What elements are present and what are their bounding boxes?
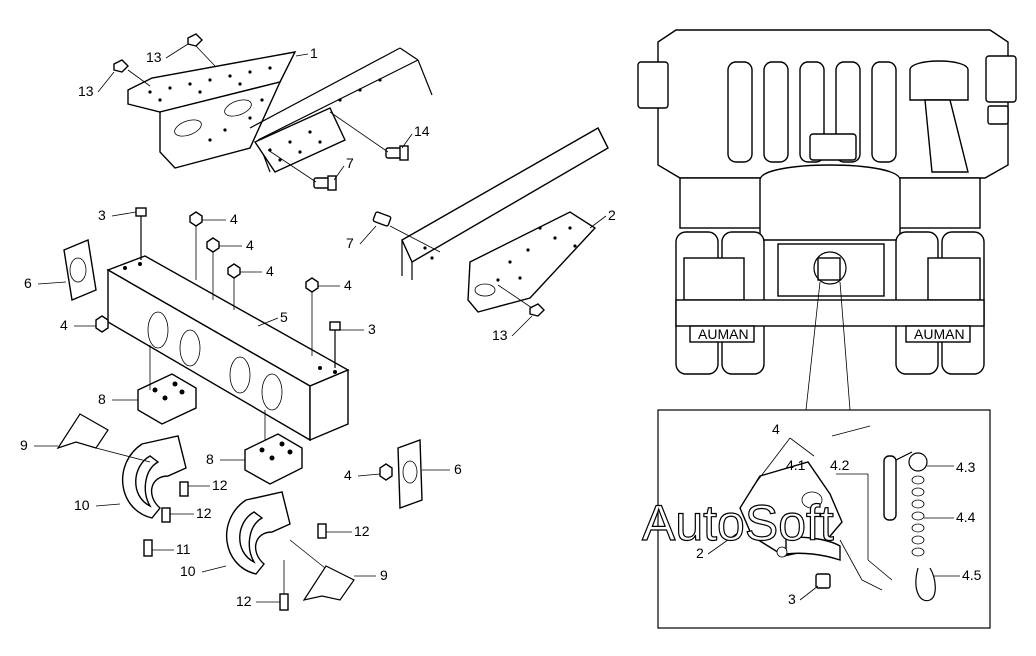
callout-4-b: 4 xyxy=(246,237,254,253)
callout-12-b: 12 xyxy=(196,505,212,521)
callout-6-left: 6 xyxy=(24,275,32,291)
truck-badge-right: AUMAN xyxy=(914,326,965,342)
bolt-12-d xyxy=(279,560,289,611)
callout-3-right: 3 xyxy=(368,321,376,337)
callout-13-top: 13 xyxy=(146,49,162,65)
callout-4-c: 4 xyxy=(266,263,274,279)
detail-callout-4-1: 4.1 xyxy=(786,457,806,473)
bolt-12-a xyxy=(179,481,189,497)
callout-3-left: 3 xyxy=(98,207,106,223)
watermark-text: AutoSoft xyxy=(642,495,834,551)
bolt-11 xyxy=(143,539,153,557)
truck-badge-left: AUMAN xyxy=(698,326,749,342)
callout-6-right: 6 xyxy=(454,461,462,477)
detail-callout-3: 3 xyxy=(788,591,796,607)
detail-callout-2: 2 xyxy=(696,545,704,561)
truck-rear-view: AUMAN AUMAN xyxy=(637,29,1017,411)
callout-4-e: 4 xyxy=(60,317,68,333)
frame-rail-2 xyxy=(401,127,609,313)
callout-7-upper: 7 xyxy=(346,155,354,171)
detail-view-box: 4 4.1 4.2 4.3 4.4 4.5 2 3 xyxy=(657,409,991,629)
callout-9-left: 9 xyxy=(20,437,28,453)
callout-9-right: 9 xyxy=(380,567,388,583)
plate-6-right xyxy=(397,439,423,509)
bolt-14 xyxy=(329,111,409,161)
callout-11: 11 xyxy=(176,541,191,557)
crossmember-5 xyxy=(106,255,350,442)
detail-callout-4-3: 4.3 xyxy=(956,459,976,475)
retainer-9-right xyxy=(289,539,355,601)
tow-hook-10-right xyxy=(225,491,291,575)
callout-12-a: 12 xyxy=(212,477,228,493)
callout-7-right: 7 xyxy=(346,235,354,251)
callout-10-left: 10 xyxy=(74,497,90,513)
callout-4-d: 4 xyxy=(344,277,352,293)
bolt-7-right xyxy=(372,211,441,253)
callout-10-right: 10 xyxy=(180,563,196,579)
callout-4-a: 4 xyxy=(230,211,238,227)
block-8-left xyxy=(137,373,197,425)
chain-4-4 xyxy=(911,475,925,557)
block-8-right xyxy=(244,433,303,485)
callout-2: 2 xyxy=(608,207,616,223)
retainer-9-left xyxy=(56,413,151,463)
bolt-3-right xyxy=(329,321,341,368)
tow-hook-10-left xyxy=(121,435,187,519)
bolt-3-left xyxy=(135,207,147,260)
detail-callout-4: 4 xyxy=(772,421,780,437)
bolt-12-b xyxy=(161,507,171,523)
detail-callout-4-4: 4.4 xyxy=(956,509,976,525)
callout-12-c: 12 xyxy=(354,523,370,539)
nut-13-lower xyxy=(497,284,545,317)
detail-callout-4-5: 4.5 xyxy=(962,567,982,583)
callout-labels: 1 2 3 3 4 4 4 4 4 4 5 6 6 7 7 8 8 9 9 xyxy=(20,43,616,609)
bolt-7-upper xyxy=(267,149,337,191)
callout-1: 1 xyxy=(310,45,318,61)
bolt-12-c xyxy=(317,523,327,539)
callout-14: 14 xyxy=(414,123,430,139)
nuts-4-group xyxy=(95,211,393,481)
nut-13-top xyxy=(187,33,216,67)
callout-13-lower: 13 xyxy=(492,327,508,343)
bracket-plate-1 xyxy=(127,51,297,169)
callout-5: 5 xyxy=(280,309,288,325)
plate-6-left xyxy=(63,239,97,301)
detail-callout-4-2: 4.2 xyxy=(830,457,850,473)
callout-13-left: 13 xyxy=(78,83,94,99)
callout-4-f: 4 xyxy=(344,467,352,483)
callout-8-left: 8 xyxy=(98,391,106,407)
callout-8-right: 8 xyxy=(206,451,214,467)
nut-13-left xyxy=(113,59,151,87)
callout-12-d: 12 xyxy=(236,593,252,609)
